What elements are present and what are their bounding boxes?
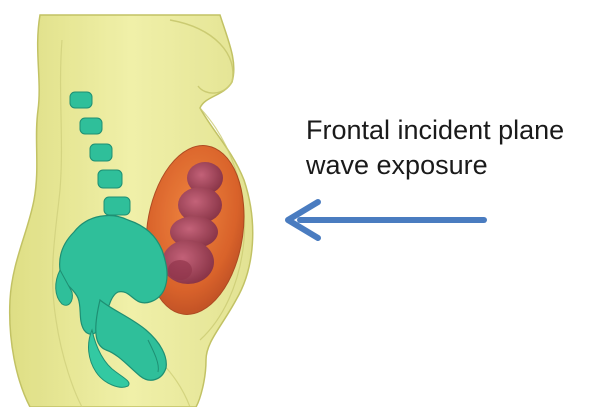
annotation-line-2: wave exposure [306, 148, 590, 183]
exposure-annotation: Frontal incident plane wave exposure [306, 113, 590, 183]
annotation-line-1: Frontal incident plane [306, 113, 590, 148]
left-arrow-icon [288, 202, 484, 238]
